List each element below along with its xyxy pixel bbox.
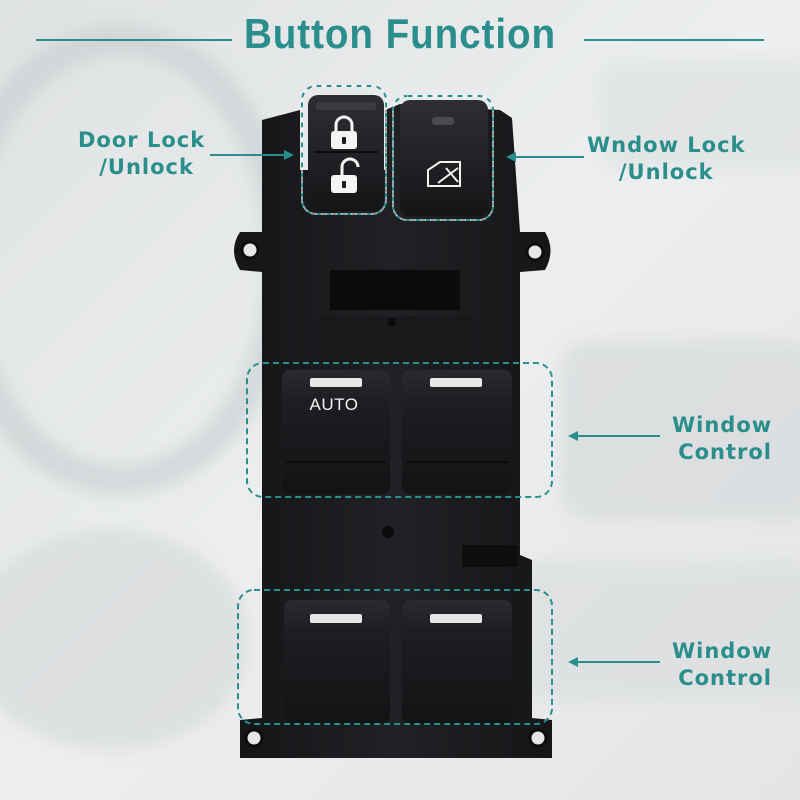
window-control-front-label-line2: Control	[678, 440, 772, 464]
mount-hole-left	[240, 240, 260, 260]
door-lock-label-line2: /Unlock	[99, 155, 194, 179]
mount-hole-bottom-left	[244, 728, 264, 748]
window-lock-label: Wndow Lock /Unlock	[587, 132, 746, 186]
window-control-rear-label: Window Control	[672, 638, 772, 692]
title-bar: Button Function	[0, 6, 800, 60]
mount-hole-right	[525, 242, 545, 262]
arrow-icon	[506, 152, 584, 162]
panel-body	[234, 104, 552, 758]
arrow-icon	[568, 657, 660, 667]
door-lock-label: Door Lock /Unlock	[78, 127, 205, 181]
panel-recess	[330, 270, 460, 310]
window-control-front-label-line1: Window	[672, 413, 773, 437]
auto-label: AUTO	[310, 395, 359, 414]
padlock-unlocked-icon	[331, 157, 360, 193]
window-lock-label-line1: Wndow Lock	[587, 133, 746, 157]
panel-ridge	[318, 316, 474, 362]
padlock-locked-icon	[331, 115, 357, 149]
title-rule-right	[584, 39, 764, 41]
window-switch-rear-left	[284, 600, 390, 724]
arrow-icon	[568, 431, 660, 441]
window-control-rear-label-line2: Control	[678, 666, 772, 690]
window-lock-icon	[427, 161, 461, 187]
window-control-rear-label-line1: Window	[672, 639, 773, 663]
window-switch-front-left	[282, 370, 390, 494]
title-rule-left	[36, 39, 232, 41]
window-control-front-label: Window Control	[672, 412, 772, 466]
page-title: Button Function	[243, 10, 557, 57]
window-switch-front-right	[402, 370, 512, 494]
door-lock-label-line1: Door Lock	[78, 128, 206, 152]
window-control-rear-outline	[237, 589, 553, 725]
window-lock-label-line2: /Unlock	[618, 160, 714, 184]
window-switch-rear-right	[402, 600, 512, 724]
mount-hole-bottom-right	[528, 728, 548, 748]
window-control-front-outline	[246, 362, 553, 498]
arrow-icon	[210, 150, 294, 160]
window-lock-switch	[400, 100, 488, 216]
